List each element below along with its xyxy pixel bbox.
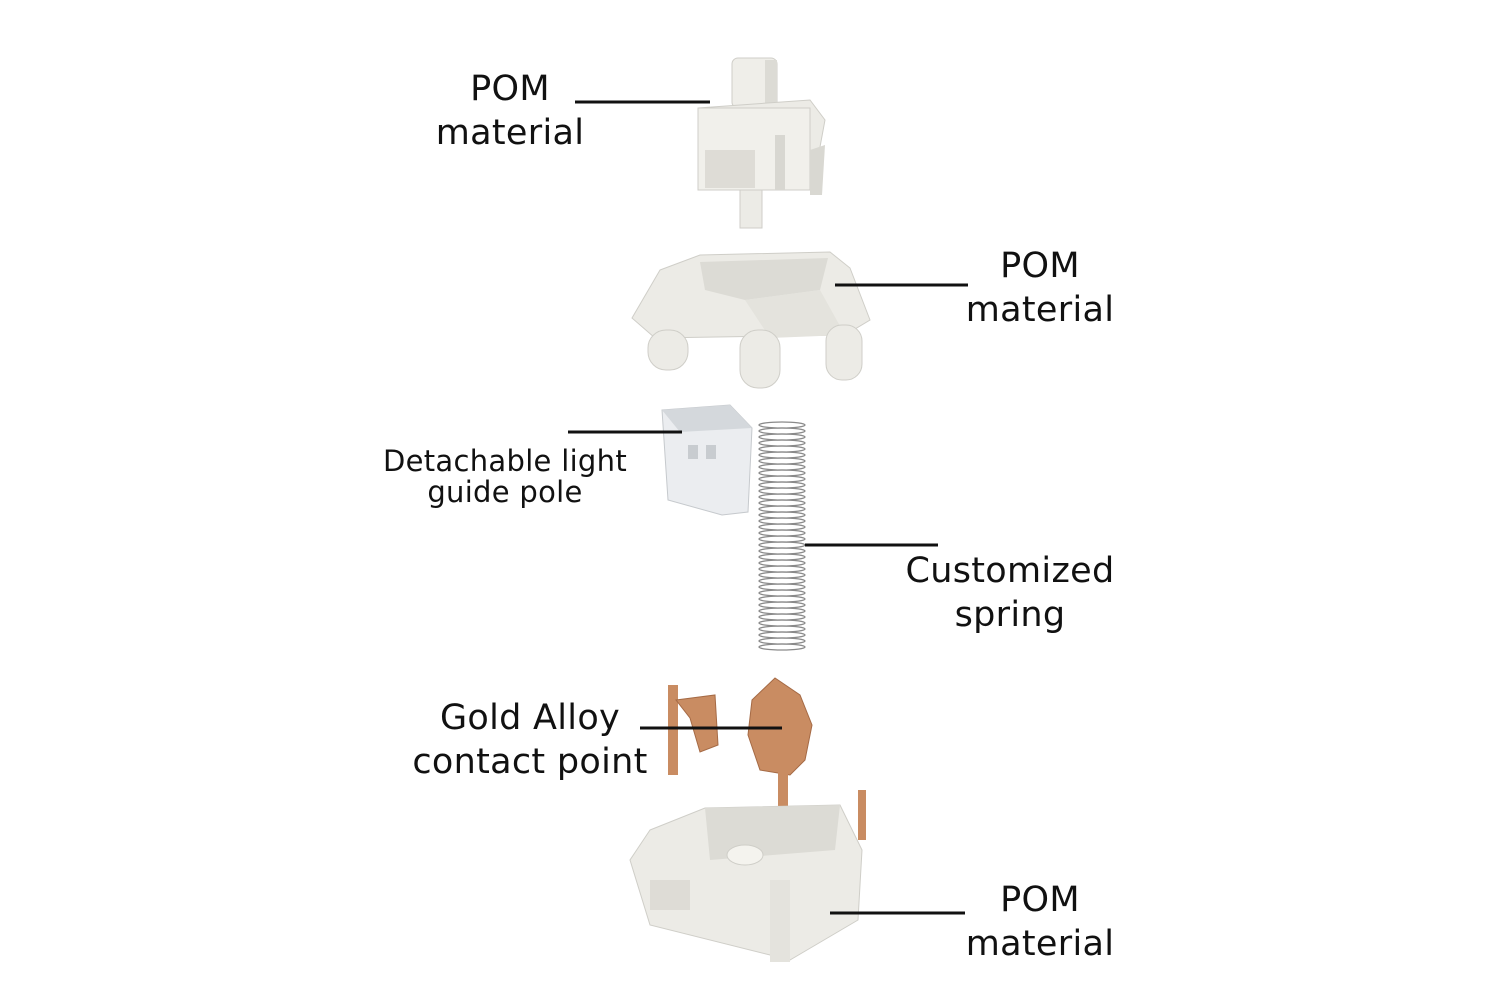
spring-coil (758, 631, 806, 639)
spring-coil (758, 601, 806, 609)
spring-coil (758, 541, 806, 549)
stem-part (697, 57, 826, 229)
spring-coil (758, 613, 806, 621)
spring-coil (758, 487, 806, 495)
label-line: material (435, 112, 585, 153)
spring-coil (758, 499, 806, 507)
spring-coil (758, 463, 806, 471)
label-line: Gold Alloy (439, 698, 621, 738)
spring-coil (758, 577, 806, 585)
leader-lines (568, 100, 968, 915)
spring-coil (758, 493, 806, 501)
label-light-guide: Detachable light guide pole (360, 444, 650, 510)
label-line: guide pole (427, 475, 583, 510)
spring-coil (758, 571, 806, 579)
spring-coil (758, 595, 806, 603)
bottom-housing-part (629, 804, 863, 962)
spring-coil (758, 445, 806, 453)
spring-coil (758, 529, 806, 537)
label-line: spring (954, 594, 1066, 635)
label-line: POM (1000, 246, 1080, 286)
spring-part (758, 421, 806, 651)
spring-coil (758, 559, 806, 567)
light-guide-part (661, 404, 753, 516)
label-line: POM (1000, 880, 1080, 920)
spring-coil (758, 625, 806, 633)
spring-coil (758, 433, 806, 441)
spring-coil (758, 547, 806, 555)
spring-coil (758, 457, 806, 465)
label-line: material (965, 923, 1115, 964)
label-line: contact point (412, 741, 648, 782)
spring-coil (758, 505, 806, 513)
spring-coil (758, 511, 806, 519)
spring-coil (758, 589, 806, 597)
spring-coil (758, 517, 806, 525)
spring-coil (758, 637, 806, 645)
spring-coil (758, 607, 806, 615)
label-contact-point: Gold Alloy contact point (390, 697, 670, 785)
top-housing-part (631, 251, 871, 389)
spring-coil (758, 421, 806, 429)
spring-coil (758, 523, 806, 531)
spring-coil (758, 451, 806, 459)
spring-coil (758, 475, 806, 483)
label-line: POM (470, 69, 550, 109)
label-line: Customized (905, 551, 1115, 591)
spring-coil (758, 469, 806, 477)
spring-coil (758, 619, 806, 627)
label-line: material (965, 289, 1115, 330)
spring-coil (758, 481, 806, 489)
label-line: Detachable light (382, 444, 627, 478)
label-spring: Customized spring (880, 550, 1140, 638)
label-stem-material: POM material (410, 68, 610, 156)
label-top-housing-material: POM material (940, 245, 1140, 333)
spring-coil (758, 427, 806, 435)
spring-coil (758, 439, 806, 447)
label-bottom-housing-material: POM material (940, 879, 1140, 967)
spring-coil (758, 553, 806, 561)
spring-coil (758, 535, 806, 543)
spring-coil (758, 565, 806, 573)
spring-coil (758, 583, 806, 591)
spring-coil (758, 643, 806, 651)
